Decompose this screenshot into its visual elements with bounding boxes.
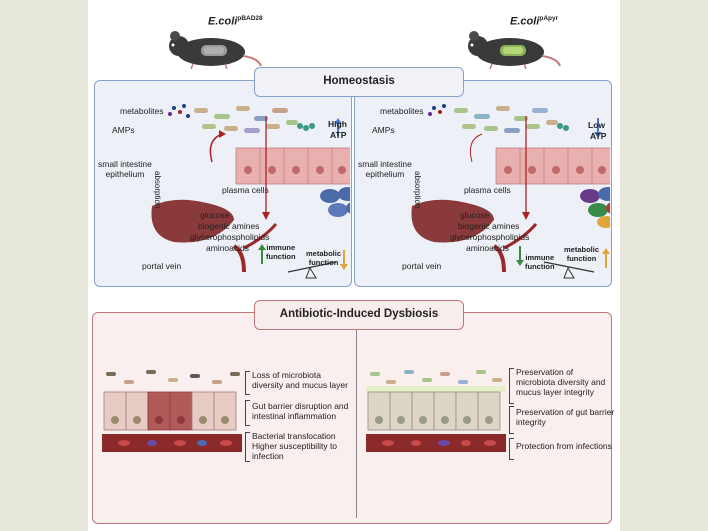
dysbiosis-right-illustration <box>366 370 506 452</box>
bracket-left-2 <box>245 400 250 426</box>
label-metabolites-left: metabolites <box>120 106 164 116</box>
liver-icon <box>411 199 538 273</box>
label-aminoacids-right: aminoacids <box>466 243 509 253</box>
balance-scale-icon <box>543 261 595 279</box>
dysbiosis-left-item-3: Bacterial translocation Higher susceptib… <box>252 431 338 461</box>
dysbiosis-title: Antibiotic-Induced Dysbiosis <box>254 300 464 330</box>
label-amps-left: AMPs <box>112 125 135 135</box>
dysbiosis-divider <box>356 330 357 518</box>
label-atp-left: ATP <box>330 130 347 140</box>
bacteria-icon <box>370 370 502 384</box>
bacteria-icon <box>428 104 558 133</box>
label-plasma-cells-right: plasma cells <box>464 185 511 195</box>
figure-canvas: E.colipBAD28 E.colipApyr Homeostasis <box>88 0 620 531</box>
dysbiosis-right-item-2: Preservation of gut barrier integrity <box>516 407 615 427</box>
label-glucose-right: glucose <box>460 210 490 220</box>
label-atp-right: ATP <box>590 131 607 141</box>
plasma-cell-icon <box>580 187 610 228</box>
mouse-icon-right <box>468 31 561 70</box>
label-portal-vein-right: portal vein <box>402 261 442 271</box>
label-amps-right: AMPs <box>372 125 395 135</box>
intestinal-villi-icon <box>235 147 350 185</box>
dysbiosis-left-item-1: Loss of microbiota diversity and mucus l… <box>252 370 348 390</box>
label-absorption-right: absorption <box>413 171 422 209</box>
dysbiosis-right-item-3: Protection from infections <box>516 441 612 451</box>
label-aminoacids-left: aminoacids <box>206 243 249 253</box>
liver-icon <box>151 199 278 273</box>
label-metabolic-function-right: metabolic function <box>564 245 600 263</box>
plasma-cell-icon <box>320 187 350 217</box>
intestinal-villi-icon <box>367 391 501 431</box>
bacteria-icon <box>106 370 240 384</box>
balance-scale-icon <box>287 261 337 279</box>
mouse-icon-left <box>169 31 262 70</box>
intestinal-villi-icon <box>103 391 237 431</box>
intestinal-villi-icon <box>495 147 610 185</box>
label-epithelium-left: small intestine epithelium <box>98 159 152 179</box>
label-biogenic-amines-right: biogenic amines <box>458 221 520 231</box>
homeostasis-title: Homeostasis <box>254 67 464 97</box>
mitochondria-icon <box>297 123 315 131</box>
mouse-label-left: E.colipBAD28 <box>208 15 263 28</box>
homeostasis-left-illustration <box>151 104 350 279</box>
label-glycerophospholipids-left: glycerophospholipids <box>190 232 270 242</box>
bracket-left-3 <box>245 432 250 462</box>
bacteria-icon <box>168 104 298 133</box>
label-metabolites-right: metabolites <box>380 106 424 116</box>
dysbiosis-right-item-1: Preservation of microbiota diversity and… <box>516 367 606 397</box>
dysbiosis-left-illustration <box>102 370 242 452</box>
dysbiosis-left-item-2: Gut barrier disruption and intestinal in… <box>252 401 349 421</box>
label-epithelium-right: small intestine epithelium <box>358 159 412 179</box>
label-glycerophospholipids-right: glycerophospholipids <box>450 232 530 242</box>
mouse-label-right: E.colipApyr <box>510 15 559 28</box>
label-immune-function-right: immune function <box>525 253 555 271</box>
label-atp-level-left: High <box>328 119 347 129</box>
label-plasma-cells-left: plasma cells <box>222 185 269 195</box>
bracket-right-1 <box>509 368 514 404</box>
label-portal-vein-left: portal vein <box>142 261 182 271</box>
label-atp-level-right: Low <box>588 120 605 130</box>
bracket-right-3 <box>509 438 514 460</box>
mitochondria-icon <box>557 123 569 131</box>
label-immune-function-left: immune function <box>266 243 296 261</box>
bracket-right-2 <box>509 406 514 434</box>
label-metabolic-function-left: metabolic function <box>306 249 342 267</box>
bracket-left-1 <box>245 371 250 395</box>
label-glucose-left: glucose <box>200 210 230 220</box>
label-biogenic-amines-left: biogenic amines <box>198 221 260 231</box>
label-absorption-left: absorption <box>153 171 162 209</box>
homeostasis-right-illustration <box>411 104 610 279</box>
